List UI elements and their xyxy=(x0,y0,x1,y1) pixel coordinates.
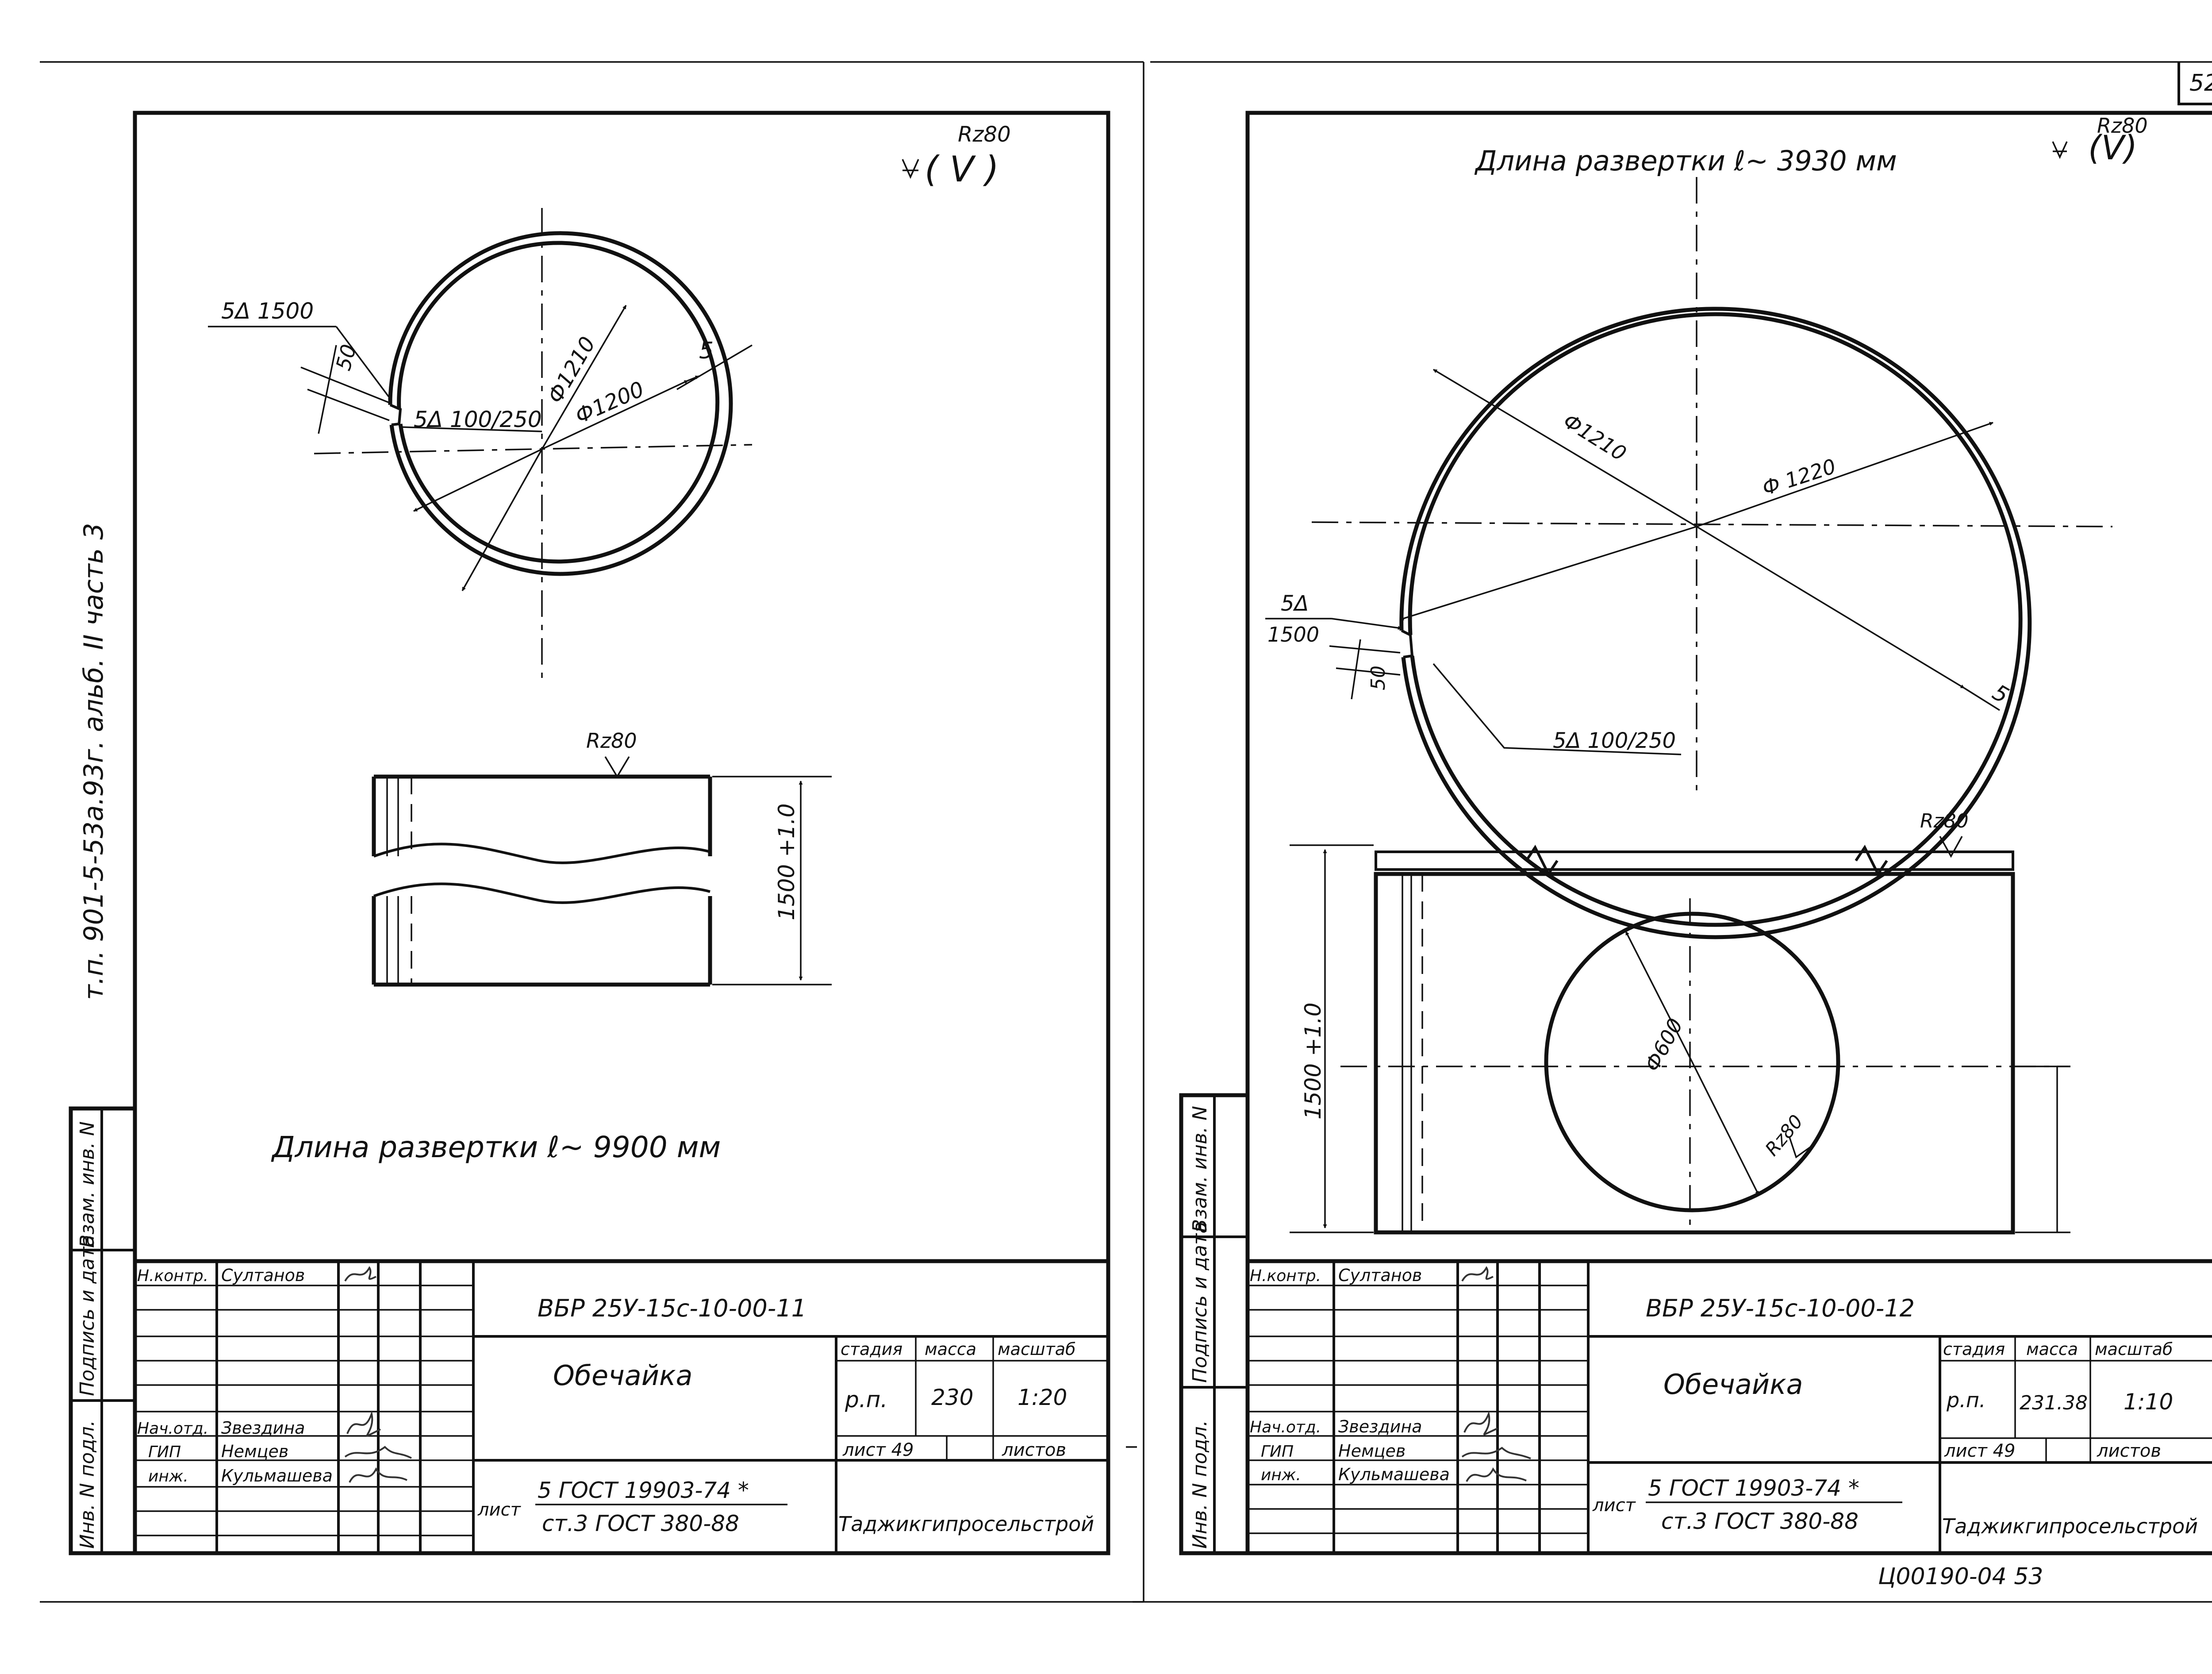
svg-text:5 ГОСТ 19903-74 *: 5 ГОСТ 19903-74 * xyxy=(1648,1475,1859,1501)
right-ring-view: Ф1210 Ф 1220 5 5Δ 1500 50 5Δ 100/250 xyxy=(1265,177,2113,939)
right-hole-roughness: Rz80 xyxy=(1761,1111,1807,1160)
left-weld-top: 5Δ 1500 xyxy=(221,298,314,324)
svg-text:ст.3 ГОСТ 380-88: ст.3 ГОСТ 380-88 xyxy=(1661,1509,1859,1534)
svg-text:Инв. N подл.: Инв. N подл. xyxy=(1189,1420,1211,1549)
left-drawing-code: ВБР 25У-15с-10-00-11 xyxy=(538,1294,806,1322)
left-weld-bottom: 5Δ 100/250 xyxy=(414,407,542,432)
left-title-block: Н.контр. Султанов Нач.отд. Звездина ГИП … xyxy=(135,1259,1108,1553)
svg-text:лист: лист xyxy=(1592,1495,1636,1516)
svg-text:р.п.: р.п. xyxy=(1946,1388,1986,1412)
right-drawing: Взам. инв. N Подпись и дата Инв. N подл.… xyxy=(1179,111,2212,1590)
svg-text:масса: масса xyxy=(925,1339,976,1359)
svg-text:Н.контр.: Н.контр. xyxy=(1250,1267,1321,1285)
right-height: 1500 +1.0 xyxy=(1300,1002,1326,1120)
svg-text:стадия: стадия xyxy=(1943,1339,2005,1359)
left-dia-inner: Ф1200 xyxy=(572,377,648,429)
svg-text:1:20: 1:20 xyxy=(1018,1385,1067,1410)
svg-text:Подпись и дата: Подпись и дата xyxy=(1189,1222,1211,1383)
svg-text:Rz80: Rz80 xyxy=(958,122,1011,147)
sheet-number-box: 52 xyxy=(2177,62,2212,105)
sheet-number: 52 xyxy=(2189,70,2212,96)
svg-text:масштаб: масштаб xyxy=(2095,1339,2173,1359)
svg-text:1500: 1500 xyxy=(1267,623,1319,647)
svg-text:Нач.отд.: Нач.отд. xyxy=(1250,1418,1321,1436)
svg-text:масса: масса xyxy=(2026,1339,2078,1359)
right-gap: 50 xyxy=(1367,666,1390,690)
right-side-stamp: Взам. инв. N Подпись и дата Инв. N подл. xyxy=(1179,1093,1250,1555)
svg-text:Султанов: Султанов xyxy=(1338,1266,1422,1285)
right-unroll-length: Длина развертки ℓ~ 3930 мм xyxy=(1474,145,1897,177)
svg-text:р.п.: р.п. xyxy=(845,1387,887,1412)
left-stamp-vzam: Взам. инв. N xyxy=(76,1121,99,1248)
left-stamp-podpis: Подпись и дата xyxy=(76,1235,99,1396)
svg-text:ст.3 ГОСТ 380-88: ст.3 ГОСТ 380-88 xyxy=(542,1511,739,1536)
page-border xyxy=(40,61,2212,1603)
left-roughness-overall: Rz80 ( V ) xyxy=(902,122,1011,190)
svg-text:ГИП: ГИП xyxy=(148,1443,181,1461)
left-side-view: Rz80 1500 +1.0 xyxy=(372,729,832,987)
svg-text:Немцев: Немцев xyxy=(221,1442,288,1461)
svg-text:Rz80: Rz80 xyxy=(1920,810,1969,832)
left-organization: Таджикгипросельстрой xyxy=(838,1512,1094,1536)
svg-text:5 ГОСТ 19903-74 *: 5 ГОСТ 19903-74 * xyxy=(538,1478,749,1503)
left-side-stamp: Взам. инв. N Подпись и дата Инв. N подл. xyxy=(69,1106,137,1555)
svg-text:стадия: стадия xyxy=(841,1339,902,1359)
right-part-name: Обечайка xyxy=(1663,1368,1803,1401)
svg-text:230: 230 xyxy=(931,1385,973,1410)
svg-text:Кульмашева: Кульмашева xyxy=(1338,1465,1450,1484)
right-organization: Таджикгипросельстрой xyxy=(1942,1514,2198,1538)
svg-text:( V ): ( V ) xyxy=(925,149,999,190)
svg-text:Немцев: Немцев xyxy=(1338,1441,1406,1461)
page-code: Ц00190-04 53 xyxy=(1878,1563,2043,1590)
right-side-view: Rz80 Ф600 Rz80 1500 +1.0 xyxy=(1290,810,2070,1235)
left-drawing: Взам. инв. N Подпись и дата Инв. N подл.… xyxy=(69,111,1110,1555)
svg-text:листов: листов xyxy=(2097,1441,2161,1461)
svg-text:Rz80: Rz80 xyxy=(2097,114,2148,138)
svg-text:(V): (V) xyxy=(2088,128,2137,167)
svg-text:ГИП: ГИП xyxy=(1261,1443,1294,1461)
svg-text:инж.: инж. xyxy=(1261,1466,1301,1484)
left-dia-outer: Ф1210 xyxy=(543,332,600,408)
svg-text:5Δ: 5Δ xyxy=(1281,591,1309,616)
right-title-block: Н.контр. Султанов Нач.отд. Звездина ГИП … xyxy=(1248,1259,2212,1553)
svg-text:231.38: 231.38 xyxy=(2020,1392,2088,1414)
left-ring-view: Ф1210 Ф1200 5 5Δ 1500 5Δ 100/250 50 xyxy=(208,208,753,681)
left-stamp-inv: Инв. N подл. xyxy=(76,1420,99,1549)
svg-text:лист 49: лист 49 xyxy=(1944,1441,2015,1461)
svg-text:инж.: инж. xyxy=(148,1467,188,1485)
left-unroll-length: Длина развертки ℓ~ 9900 мм xyxy=(271,1130,721,1164)
svg-text:Звездина: Звездина xyxy=(1338,1417,1422,1436)
svg-text:Кульмашева: Кульмашева xyxy=(221,1466,333,1485)
right-roughness-overall: Rz80 (V) xyxy=(2052,114,2148,167)
series-label: т.п. 901-5-53а.93г. альб. II часть 3 xyxy=(78,523,109,1000)
svg-text:Взам. инв. N: Взам. инв. N xyxy=(1189,1106,1211,1232)
left-part-name: Обечайка xyxy=(553,1359,693,1392)
left-thickness: 5 xyxy=(699,338,714,364)
svg-text:листов: листов xyxy=(1002,1440,1066,1460)
svg-text:1:10: 1:10 xyxy=(2124,1389,2173,1415)
right-weld-bottom: 5Δ 100/250 xyxy=(1553,728,1676,753)
svg-text:Н.контр.: Н.контр. xyxy=(137,1267,208,1285)
right-dia-inner: Ф1210 xyxy=(1559,409,1630,466)
svg-text:лист: лист xyxy=(477,1500,522,1520)
svg-text:Нач.отд.: Нач.отд. xyxy=(137,1420,208,1438)
right-dia-outer: Ф 1220 xyxy=(1759,454,1839,500)
left-height: 1500 +1.0 xyxy=(774,803,799,920)
svg-text:Звездина: Звездина xyxy=(221,1418,305,1438)
svg-text:лист 49: лист 49 xyxy=(842,1440,914,1460)
svg-text:масштаб: масштаб xyxy=(998,1339,1075,1359)
left-side-roughness: Rz80 xyxy=(586,729,637,753)
right-drawing-code: ВБР 25У-15с-10-00-12 xyxy=(1646,1294,1915,1322)
svg-text:Султанов: Султанов xyxy=(221,1266,305,1285)
